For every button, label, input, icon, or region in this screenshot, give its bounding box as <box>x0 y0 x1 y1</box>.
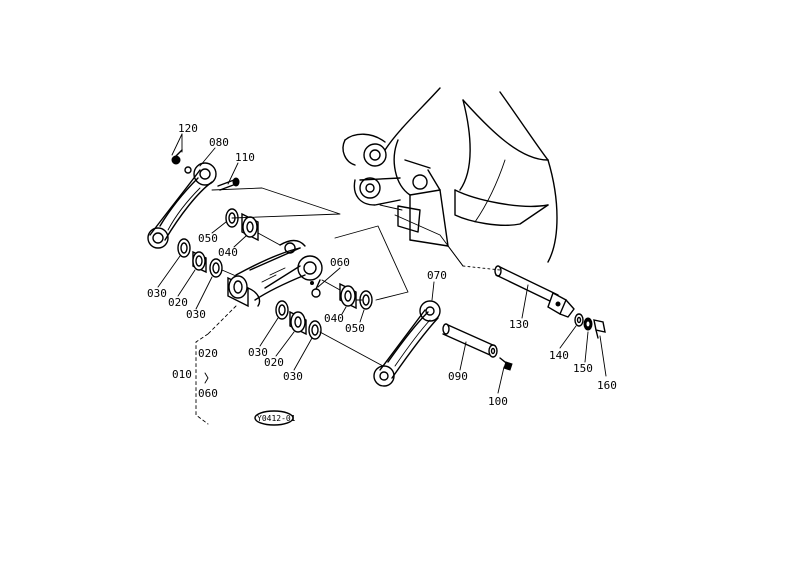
bolt-100 <box>499 357 513 371</box>
part-label-050-top: 050 <box>198 232 218 245</box>
part-label-030-left-b: 030 <box>186 308 206 321</box>
bushing-020-left <box>192 250 207 274</box>
part-label-130: 130 <box>509 318 529 331</box>
bolt-110 <box>217 177 240 191</box>
leader-130 <box>462 265 501 271</box>
leader-lines <box>157 133 607 394</box>
link-070 <box>373 300 441 387</box>
part-label-150: 150 <box>573 362 593 375</box>
part-label-030-lower-b: 030 <box>283 370 303 383</box>
grease-fitting-060 <box>310 279 321 298</box>
seal-030-lower-b <box>308 320 322 340</box>
bushing-020-lower <box>289 310 307 336</box>
part-label-060-fitting: 060 <box>330 256 350 269</box>
bolt-160 <box>593 319 606 339</box>
part-label-030-left: 030 <box>147 287 167 300</box>
pin-090 <box>442 323 498 358</box>
explosion-lines <box>211 187 409 367</box>
part-label-010: 010 <box>172 368 192 381</box>
part-label-080: 080 <box>209 136 229 149</box>
group-bracket-010 <box>195 305 237 425</box>
part-label-060-bracket: 060 <box>198 387 218 400</box>
drawing-code: Y0412-01 <box>257 414 296 423</box>
part-label-040-top: 040 <box>218 246 238 259</box>
bushing-040-top <box>241 212 259 242</box>
washer-140 <box>574 313 584 327</box>
seal-030-lower <box>275 300 289 320</box>
part-label-020-bracket: 020 <box>198 347 218 360</box>
seal-030-left <box>177 238 191 258</box>
main-linkage-010 <box>227 239 323 308</box>
part-label-140: 140 <box>549 349 569 362</box>
lockwasher-150 <box>583 317 593 331</box>
part-label-030-lower: 030 <box>248 346 268 359</box>
seal-030-left-b <box>209 258 223 278</box>
part-label-050-right: 050 <box>345 322 365 335</box>
pin-130 <box>494 265 575 318</box>
part-label-100: 100 <box>488 395 508 408</box>
drawing-code-badge <box>254 410 294 426</box>
part-label-020-lower: 020 <box>264 356 284 369</box>
part-label-020-left: 020 <box>168 296 188 309</box>
bushing-040-right <box>339 282 357 310</box>
part-label-110: 110 <box>235 151 255 164</box>
part-label-090: 090 <box>448 370 468 383</box>
part-label-040-right: 040 <box>324 312 344 325</box>
part-label-160: 160 <box>597 379 617 392</box>
grease-fitting-120 <box>171 149 192 174</box>
part-label-120: 120 <box>178 122 198 135</box>
part-label-070: 070 <box>427 269 447 282</box>
bucket-outline <box>342 87 558 267</box>
link-080 <box>147 162 217 249</box>
